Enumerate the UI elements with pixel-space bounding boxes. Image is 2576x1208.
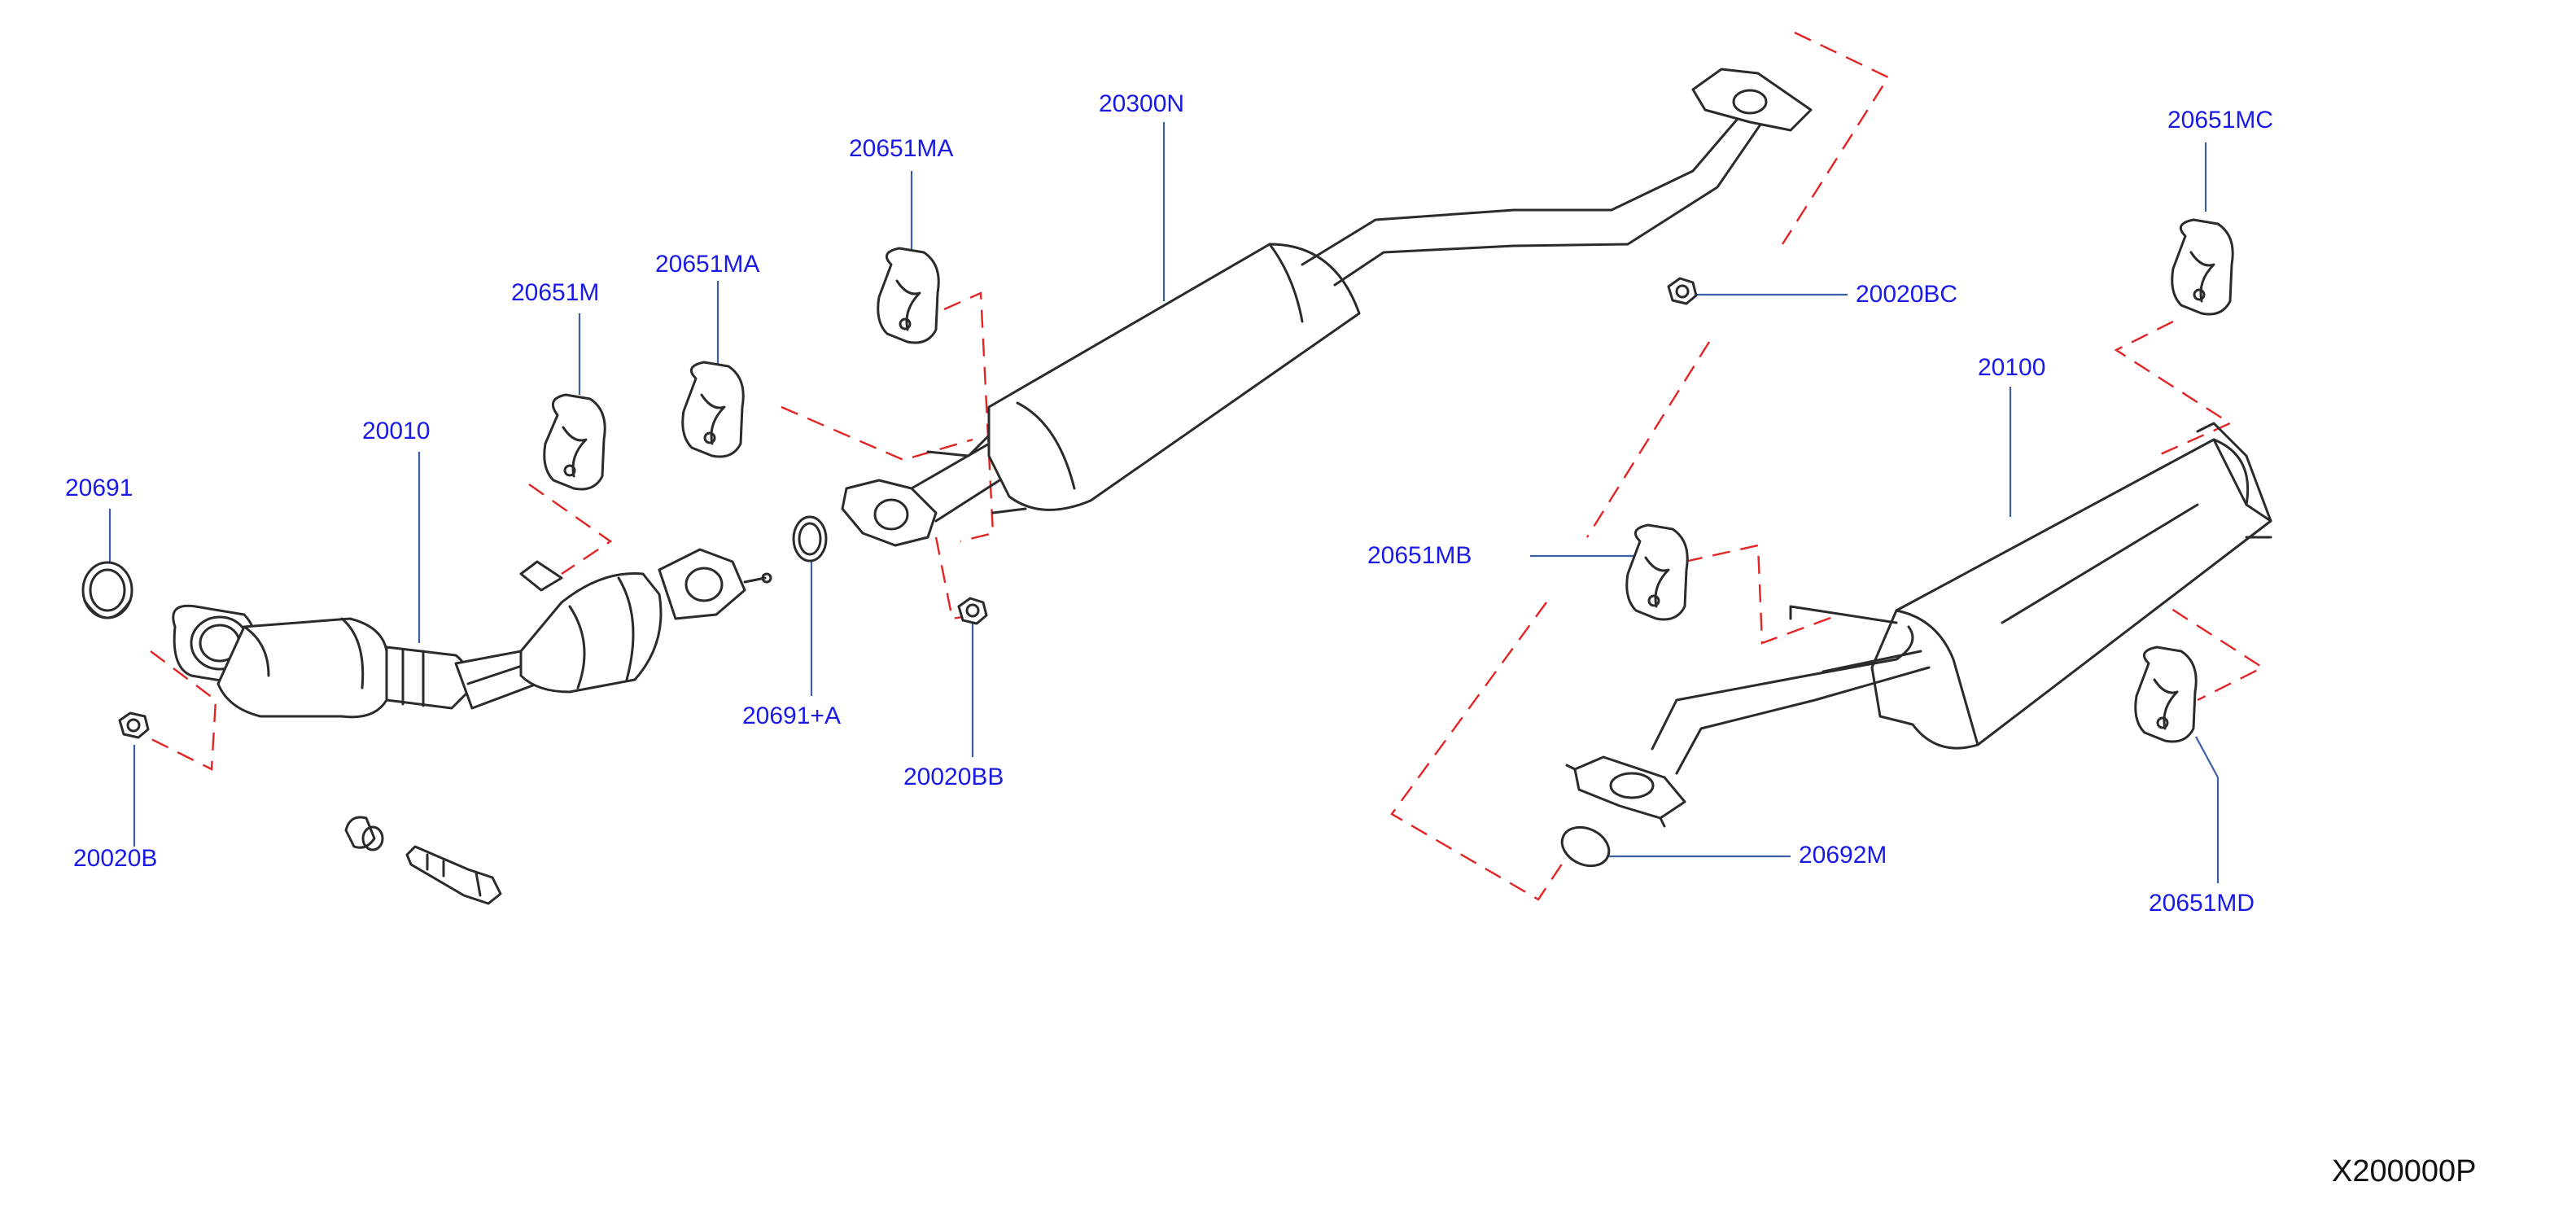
gasket-ring-20691A [792, 515, 828, 562]
callout-20691-plus-a[interactable]: 20691+A [742, 702, 841, 729]
callout-20651M[interactable]: 20651M [511, 279, 600, 306]
rubber-hanger-20651MA-2 [877, 247, 940, 344]
callout-20691[interactable]: 20691 [65, 475, 133, 501]
callout-20020BC[interactable]: 20020BC [1856, 281, 1958, 308]
callout-20100[interactable]: 20100 [1978, 354, 2046, 381]
rubber-hanger-20651M [543, 393, 606, 491]
callout-20651MB[interactable]: 20651MB [1367, 542, 1472, 569]
rubber-hanger-20651MC [2171, 218, 2234, 316]
callout-20020B[interactable]: 20020B [73, 845, 158, 872]
callout-20300N[interactable]: 20300N [1099, 90, 1185, 117]
callout-20010[interactable]: 20010 [362, 418, 431, 444]
callout-20651MA-1[interactable]: 20651MA [655, 251, 760, 278]
callout-20020BB[interactable]: 20020BB [903, 764, 1004, 790]
diagram-id: X200000P [2332, 1154, 2477, 1188]
hidden-line-group [146, 31, 2265, 901]
front-pipe-20010 [172, 548, 772, 719]
leader-line-group [108, 122, 2220, 883]
center-muffler-20300N [841, 68, 1813, 547]
callout-20651MA-2[interactable]: 20651MA [849, 135, 954, 162]
nut-20020BC [1667, 277, 1698, 305]
nut-20020B [118, 711, 150, 739]
main-muffler-20100 [1565, 422, 2272, 828]
oxygen-sensor [344, 816, 502, 905]
rubber-hanger-20651MB [1625, 523, 1689, 621]
seal-ring-20692M [1560, 825, 1611, 868]
rubber-hanger-20651MA-1 [681, 361, 745, 458]
callout-20651MD[interactable]: 20651MD [2149, 890, 2255, 917]
rubber-hanger-20651MD [2134, 646, 2198, 743]
nut-20020BB [957, 597, 988, 625]
gasket-ring-20691 [81, 561, 133, 619]
callout-20692M[interactable]: 20692M [1799, 842, 1887, 869]
callout-20651MC[interactable]: 20651MC [2167, 107, 2274, 133]
